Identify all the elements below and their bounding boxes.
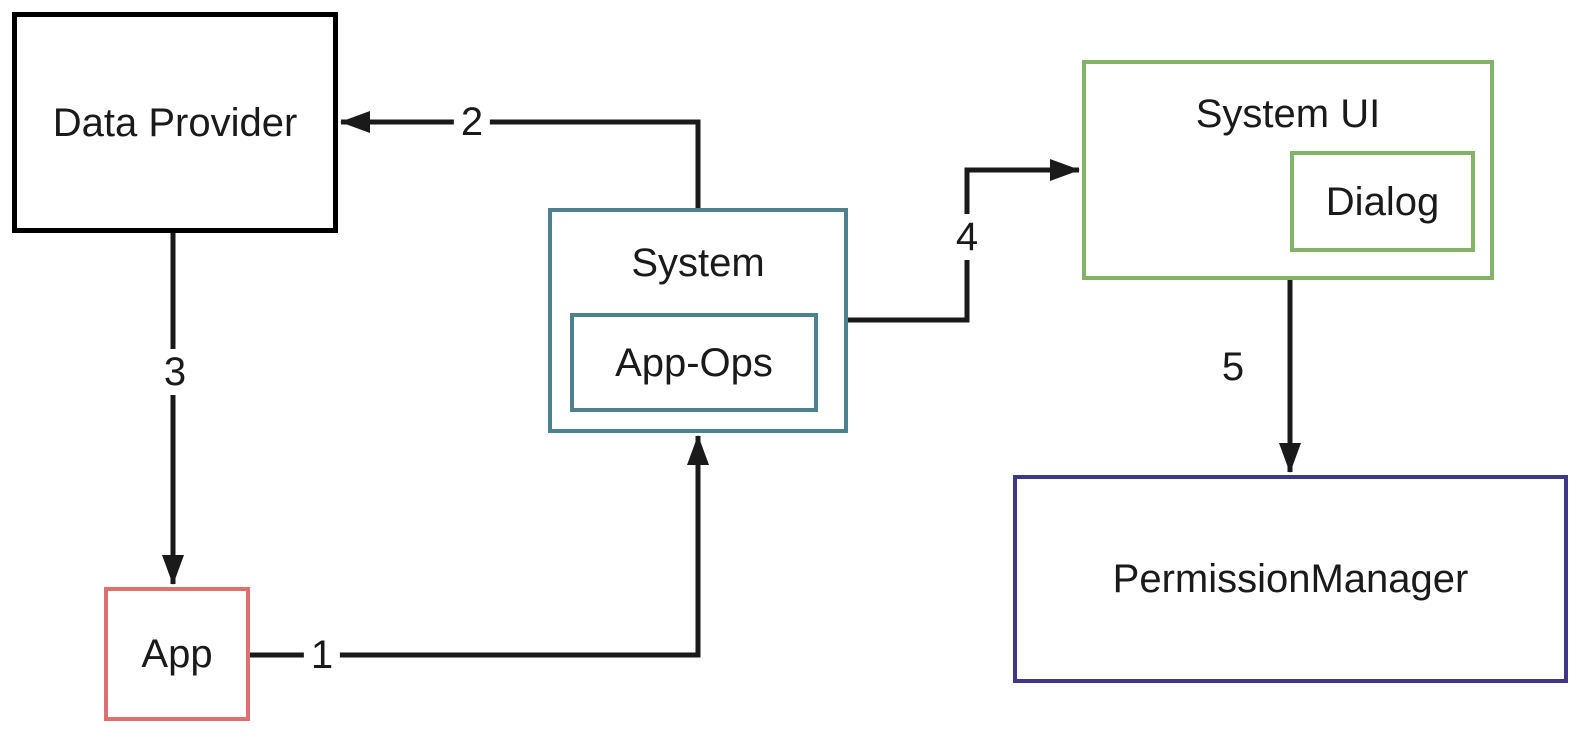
node-system-label: System (631, 241, 765, 285)
node-app-label: App (141, 632, 213, 676)
node-dialog: Dialog (1290, 151, 1475, 252)
edge-1-app-to-system (250, 435, 709, 658)
node-permission-manager: PermissionManager (1013, 475, 1568, 683)
edge-2-system-to-data-provider (340, 111, 701, 208)
node-permission-manager-label: PermissionManager (1112, 557, 1469, 601)
node-app-ops: App-Ops (570, 313, 818, 412)
node-data-provider-label: Data Provider (52, 100, 298, 145)
node-data-provider: Data Provider (12, 12, 338, 233)
edge-label-2: 2 (453, 99, 491, 145)
node-app: App (104, 587, 250, 721)
node-app-ops-label: App-Ops (615, 340, 773, 385)
edge-label-5: 5 (1214, 344, 1252, 390)
node-dialog-label: Dialog (1325, 179, 1440, 224)
edge-label-3: 3 (156, 349, 194, 395)
edge-label-1: 1 (303, 632, 341, 678)
edge-label-4: 4 (948, 214, 986, 260)
node-system-ui-label: System UI (1195, 92, 1381, 136)
